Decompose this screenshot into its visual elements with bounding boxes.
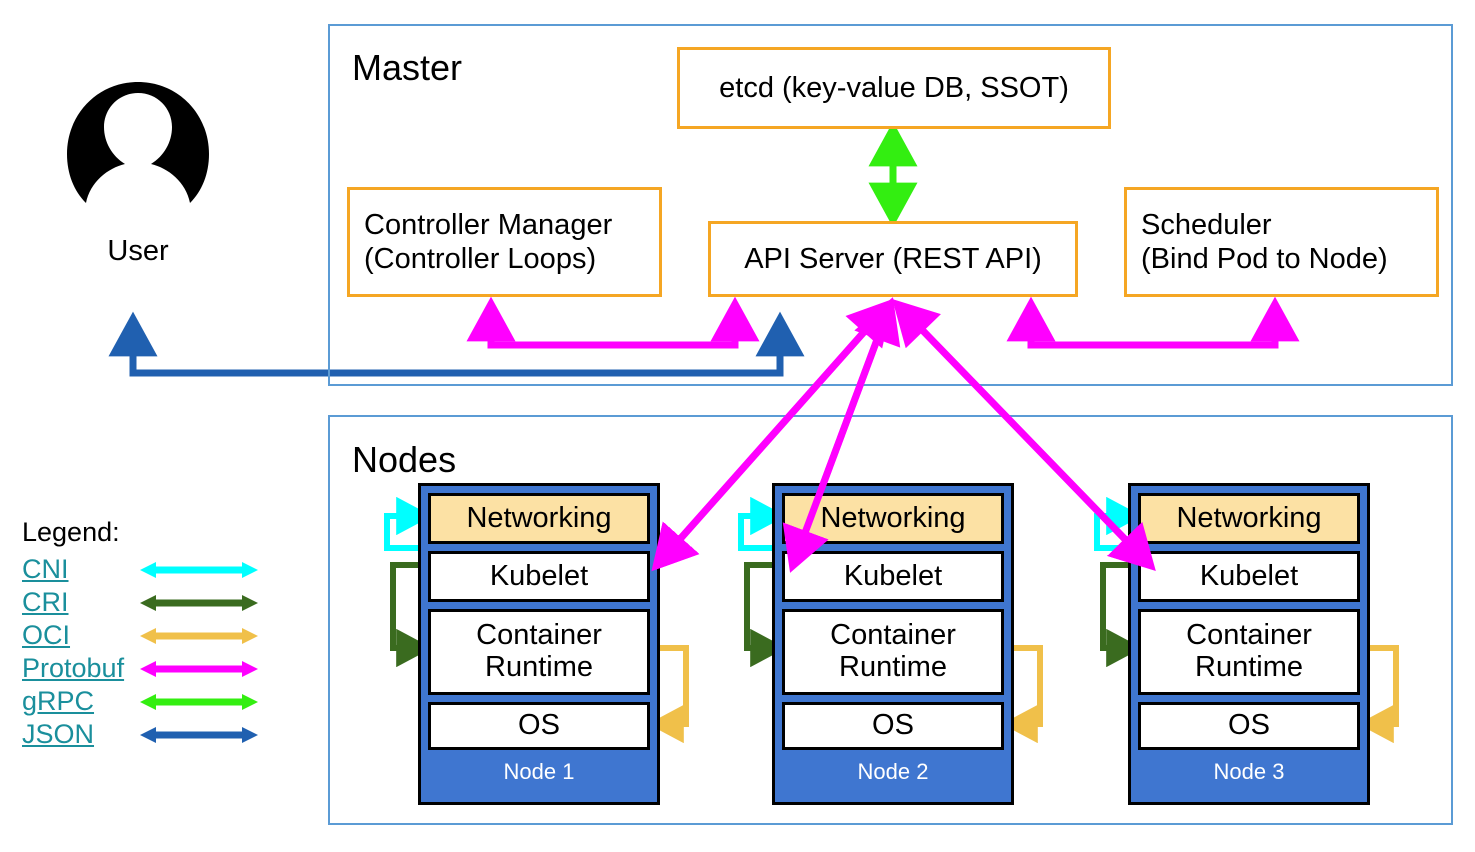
api-server-box[interactable]: API Server (REST API) bbox=[708, 221, 1078, 297]
legend-arrow-cri bbox=[140, 594, 258, 611]
node-1-name: Node 1 bbox=[503, 759, 575, 784]
node-3-container-runtime-label-line2: Runtime bbox=[1195, 651, 1303, 683]
master-group-title: Master bbox=[352, 47, 463, 88]
node-2-os-label: OS bbox=[872, 709, 914, 742]
legend-item-protobuf[interactable]: Protobuf bbox=[22, 652, 258, 685]
node-2-container-runtime-layer[interactable]: Container Runtime bbox=[782, 609, 1004, 695]
etcd-box[interactable]: etcd (key-value DB, SSOT) bbox=[677, 47, 1111, 129]
node-3-networking-layer[interactable]: Networking bbox=[1138, 493, 1360, 544]
node-3-networking-label: Networking bbox=[1176, 501, 1322, 534]
node-2-networking-label: Networking bbox=[820, 501, 966, 534]
node-1-os-layer[interactable]: OS bbox=[428, 702, 650, 750]
legend-item-grpc[interactable]: gRPC bbox=[22, 685, 258, 718]
node-2-os-layer[interactable]: OS bbox=[782, 702, 1004, 750]
legend-item-cri[interactable]: CRI bbox=[22, 586, 258, 619]
scheduler-box[interactable]: Scheduler (Bind Pod to Node) bbox=[1124, 187, 1439, 297]
node-2[interactable]: Networking Kubelet Container Runtime OS … bbox=[772, 483, 1014, 805]
legend-arrow-grpc bbox=[140, 693, 258, 710]
node-1-container-runtime-label-line2: Runtime bbox=[485, 651, 593, 683]
user-label: User bbox=[107, 235, 169, 267]
controller-manager-label-line2: (Controller Loops) bbox=[364, 243, 597, 275]
node-2-kubelet-layer[interactable]: Kubelet bbox=[782, 551, 1004, 602]
node-3-os-label: OS bbox=[1228, 709, 1270, 742]
user-avatar-icon bbox=[67, 82, 209, 203]
legend-arrow-protobuf bbox=[140, 660, 258, 677]
node-2-name: Node 2 bbox=[857, 759, 929, 784]
legend-item-oci[interactable]: OCI bbox=[22, 619, 258, 652]
user-actor: User bbox=[63, 78, 213, 266]
legend-label-cni[interactable]: CNI bbox=[22, 554, 69, 584]
node-3-container-runtime-label-line1: Container bbox=[1186, 619, 1312, 652]
node-3-kubelet-label: Kubelet bbox=[1199, 559, 1299, 592]
node-1-container-runtime-label-line1: Container bbox=[476, 619, 602, 652]
legend-label-cri[interactable]: CRI bbox=[22, 587, 69, 617]
node-2-kubelet-label: Kubelet bbox=[843, 559, 943, 592]
legend-arrow-cni bbox=[140, 561, 258, 578]
legend-label-oci[interactable]: OCI bbox=[22, 620, 71, 650]
etcd-label: etcd (key-value DB, SSOT) bbox=[719, 71, 1069, 104]
node-1-networking-label: Networking bbox=[466, 501, 612, 534]
node-3-kubelet-layer[interactable]: Kubelet bbox=[1138, 551, 1360, 602]
api-server-label: API Server (REST API) bbox=[744, 242, 1042, 275]
controller-manager-label-line1: Controller Manager bbox=[364, 208, 613, 241]
node-3-container-runtime-layer[interactable]: Container Runtime bbox=[1138, 609, 1360, 695]
legend-title: Legend: bbox=[22, 517, 120, 547]
legend-label-grpc[interactable]: gRPC bbox=[22, 686, 95, 716]
nodes-group-title: Nodes bbox=[352, 439, 457, 480]
node-2-container-runtime-label-line1: Container bbox=[830, 619, 956, 652]
node-1-networking-layer[interactable]: Networking bbox=[428, 493, 650, 544]
node-1-kubelet-label: Kubelet bbox=[489, 559, 589, 592]
node-3-os-layer[interactable]: OS bbox=[1138, 702, 1360, 750]
scheduler-label-line2: (Bind Pod to Node) bbox=[1141, 243, 1388, 275]
legend-label-protobuf[interactable]: Protobuf bbox=[22, 653, 125, 683]
legend-arrow-oci bbox=[140, 627, 258, 644]
node-1-kubelet-layer[interactable]: Kubelet bbox=[428, 551, 650, 602]
legend-label-json[interactable]: JSON bbox=[22, 719, 95, 749]
legend-item-cni[interactable]: CNI bbox=[22, 553, 258, 586]
node-1[interactable]: Networking Kubelet Container Runtime OS … bbox=[418, 483, 660, 805]
legend-arrow-json bbox=[140, 726, 258, 743]
node-3-name: Node 3 bbox=[1213, 759, 1285, 784]
legend-item-json[interactable]: JSON bbox=[22, 718, 258, 751]
node-2-networking-layer[interactable]: Networking bbox=[782, 493, 1004, 544]
node-1-container-runtime-layer[interactable]: Container Runtime bbox=[428, 609, 650, 695]
node-3[interactable]: Networking Kubelet Container Runtime OS … bbox=[1128, 483, 1370, 805]
legend: Legend: CNI CRI OCI bbox=[22, 519, 258, 751]
controller-manager-box[interactable]: Controller Manager (Controller Loops) bbox=[347, 187, 662, 297]
scheduler-label-line1: Scheduler bbox=[1141, 208, 1272, 241]
node-1-os-label: OS bbox=[518, 709, 560, 742]
node-2-container-runtime-label-line2: Runtime bbox=[839, 651, 947, 683]
